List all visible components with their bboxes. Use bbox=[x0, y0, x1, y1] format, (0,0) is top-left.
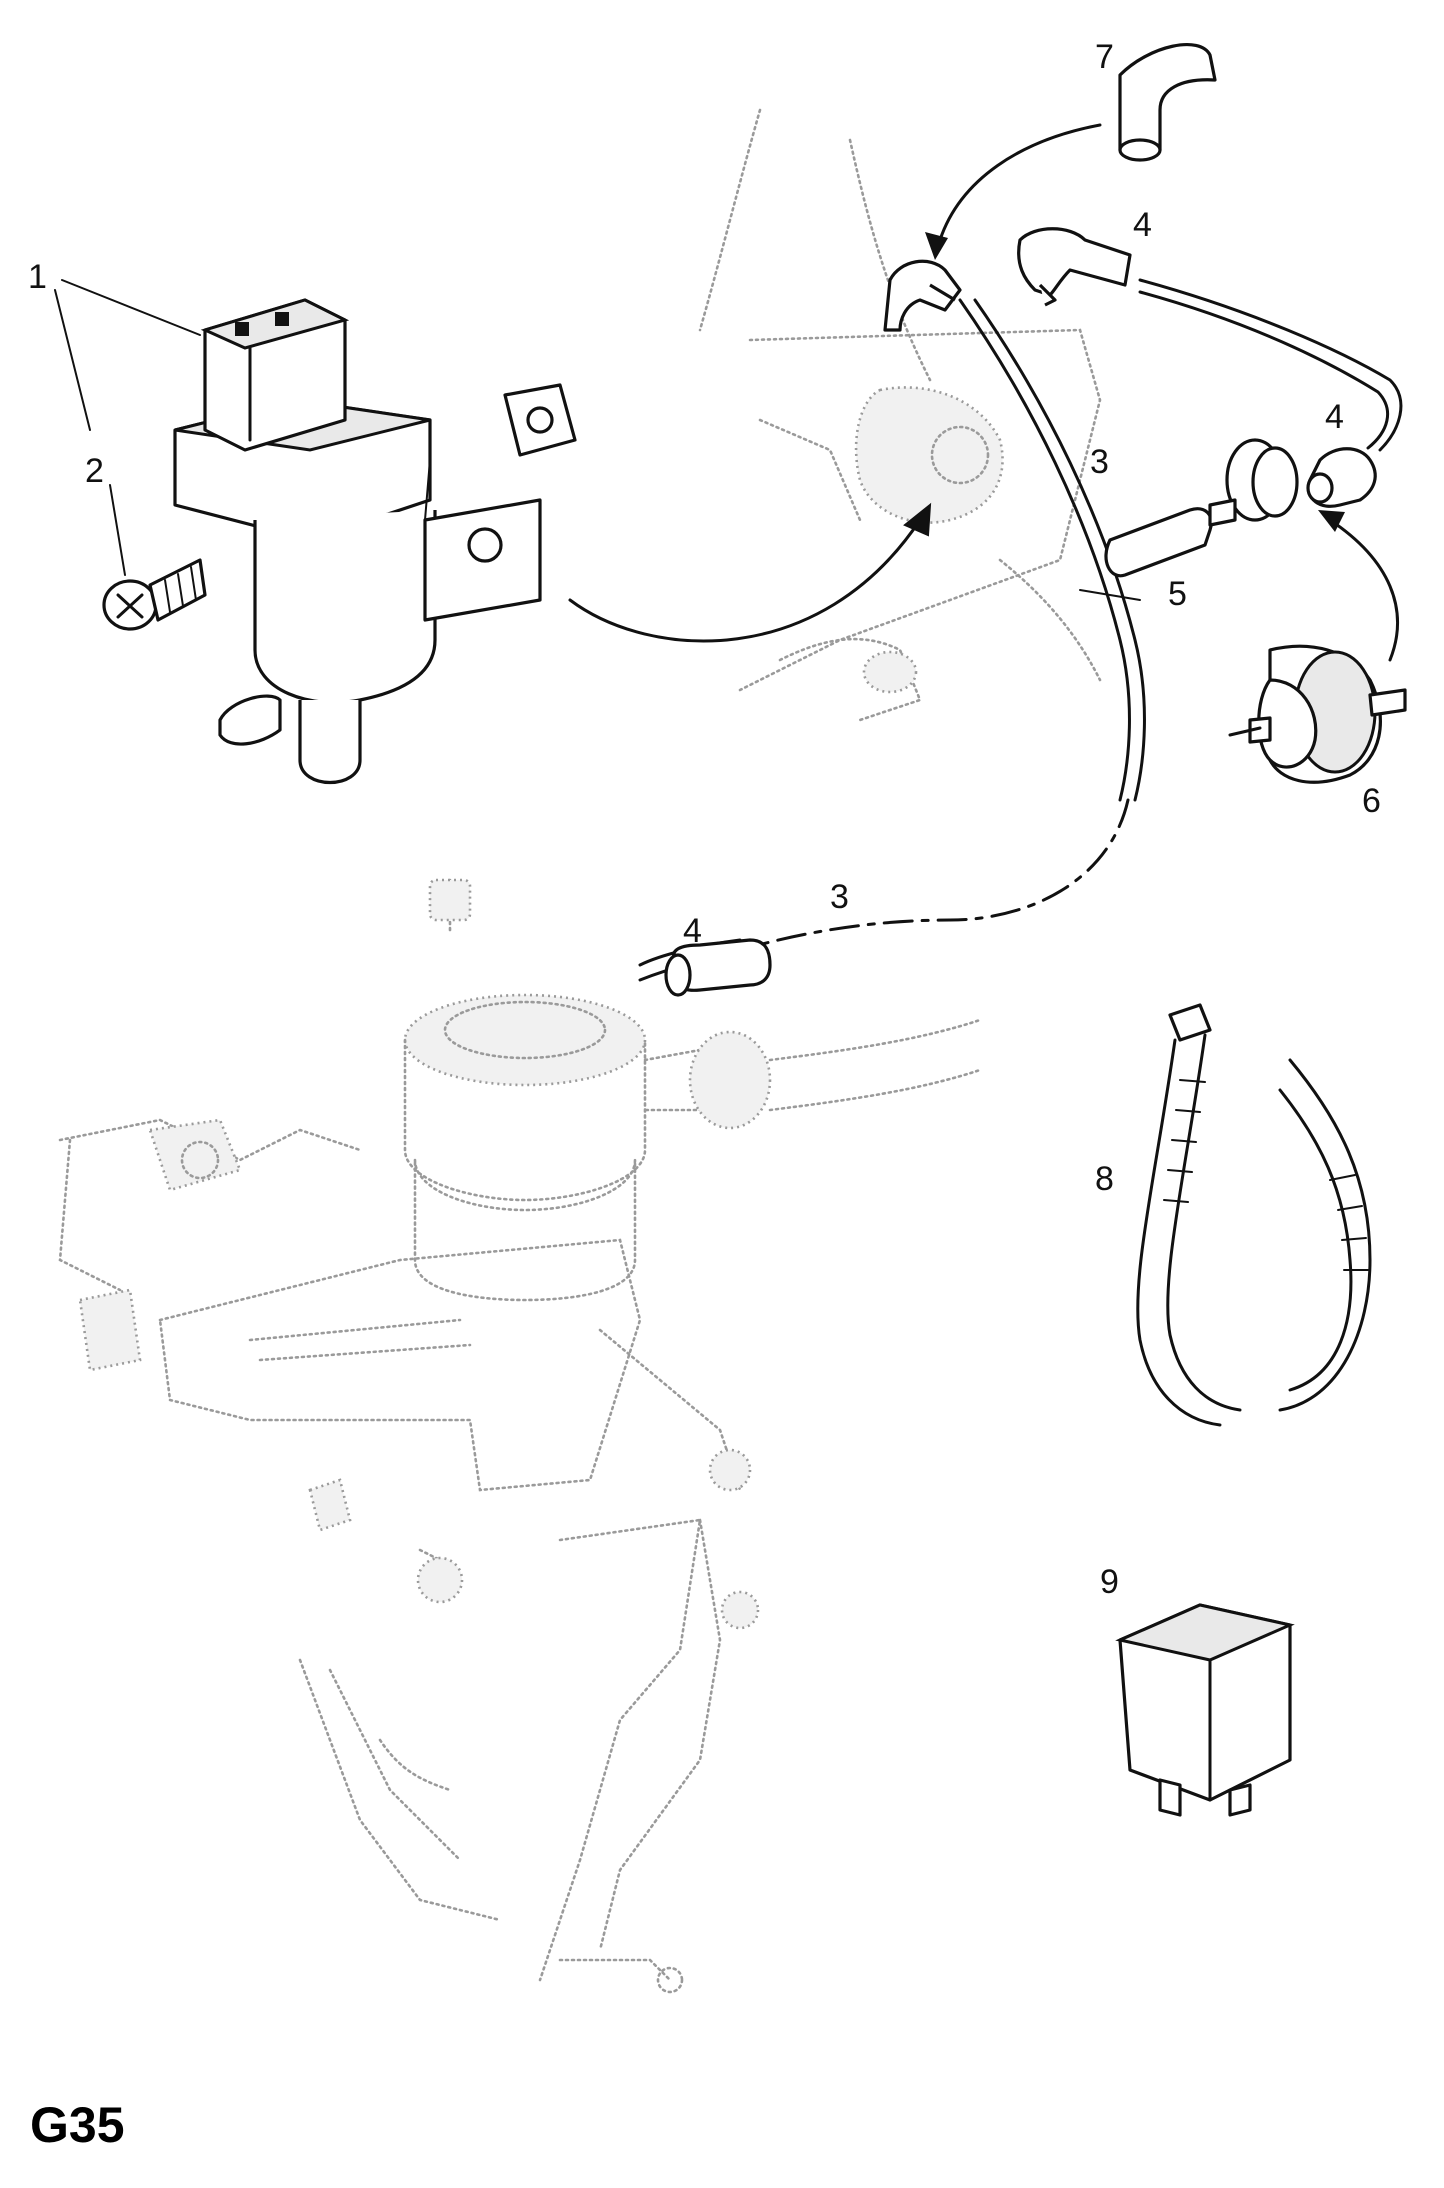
callout-8: 8 bbox=[1095, 1160, 1114, 1198]
solenoid-valve-part-1 bbox=[173, 298, 542, 784]
retaining-clip bbox=[503, 383, 577, 457]
hose-elbow-right bbox=[1017, 227, 1132, 307]
callout-4-right: 4 bbox=[1325, 398, 1344, 436]
callout-4-top: 4 bbox=[1133, 206, 1152, 244]
callout-3-upper: 3 bbox=[1090, 443, 1109, 481]
callout-5: 5 bbox=[1168, 575, 1187, 613]
check-valve-part-6 bbox=[1228, 510, 1407, 784]
callout-2: 2 bbox=[85, 452, 104, 490]
elbow-hose-part-7 bbox=[925, 43, 1217, 260]
hose-part-4-lower bbox=[664, 938, 772, 997]
hose-elbow-left bbox=[883, 259, 962, 332]
leader-lines bbox=[54, 279, 201, 576]
tube-part-5 bbox=[1079, 507, 1213, 601]
hose-part-4-right bbox=[1306, 447, 1377, 508]
mounting-arrow bbox=[568, 502, 932, 643]
callout-6: 6 bbox=[1362, 782, 1381, 820]
callout-1: 1 bbox=[28, 258, 47, 296]
relay-part-9 bbox=[1115, 1603, 1295, 1817]
diagram-code: G35 bbox=[30, 2097, 125, 2153]
callout-7: 7 bbox=[1095, 38, 1114, 76]
callout-4-lower: 4 bbox=[683, 912, 702, 950]
cable-tie-part-8 bbox=[1136, 1003, 1372, 1427]
callout-9: 9 bbox=[1100, 1563, 1119, 1601]
callout-labels: 1 2 3 3 4 4 4 5 6 7 8 9 bbox=[28, 38, 1381, 1601]
hose-part-4-upper bbox=[1138, 278, 1403, 452]
screw-part-2 bbox=[102, 558, 207, 631]
ghost-engine-background bbox=[58, 108, 1102, 1994]
check-valve-assembled bbox=[1208, 438, 1299, 527]
callout-3-lower: 3 bbox=[830, 878, 849, 916]
